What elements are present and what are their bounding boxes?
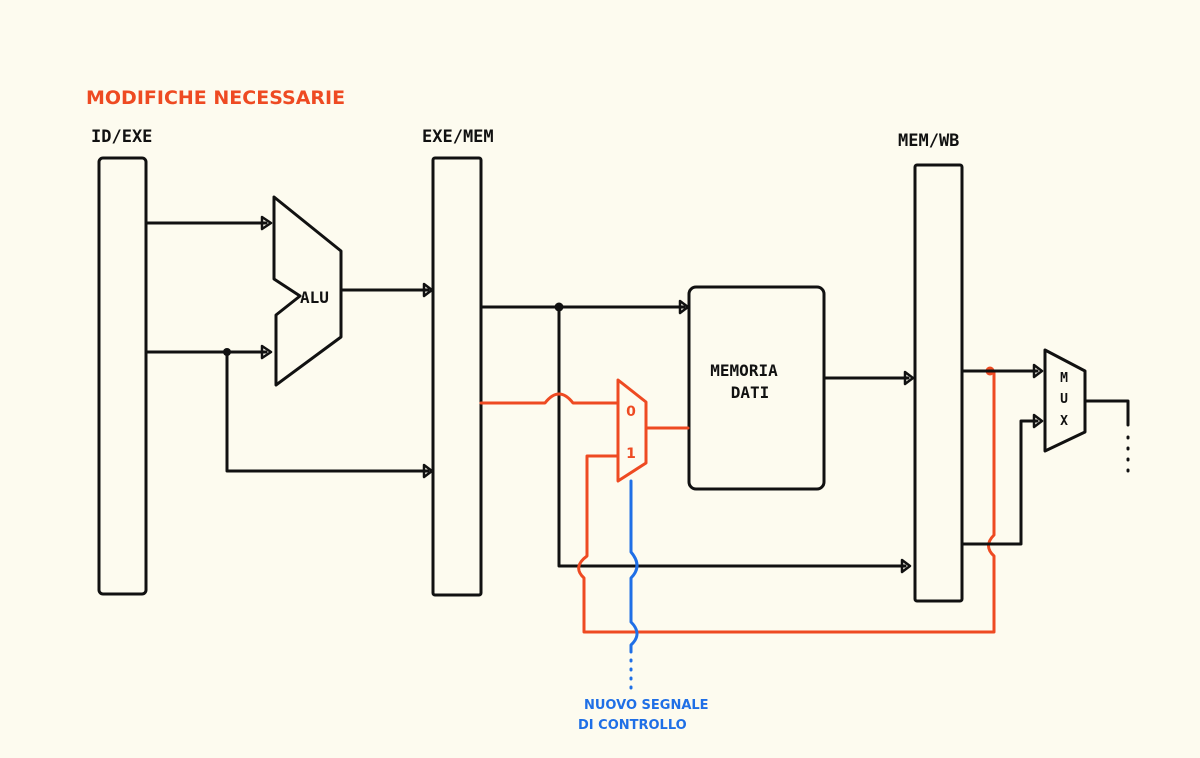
exe-mem-label: EXE/MEM [422,127,494,147]
wire-wb-mux-in-b [960,419,1039,546]
arrow-alu-in-a [260,215,273,231]
red-mux [616,378,648,483]
wb-mux [1043,348,1087,453]
arrow-mem-address [678,299,690,315]
arrow-wb-mux-in-a [1032,363,1044,379]
arrow-mem-read-data [903,370,915,386]
data-memory-label-2: DATI [731,383,770,402]
data-memory [687,285,826,491]
diagram-title: MODIFICHE NECESSARIE [86,87,345,109]
wire-store-data [225,350,430,473]
red-mux-input1-label: 1 [626,446,636,462]
arrow-store-data [422,463,434,479]
id-exe-register [97,156,148,596]
exe-mem-register [431,156,483,597]
alu-shape [272,195,343,387]
arrow-address-bypass [900,558,912,574]
red-mux-input0-label: 0 [626,404,636,420]
wire-control-signal [629,479,639,654]
arrow-alu-out [422,282,434,298]
arrow-alu-in-b [260,344,273,360]
wire-mux-input0 [479,392,620,405]
wb-mux-letter-x: X [1060,414,1068,429]
control-signal-label-2: DI CONTROLLO [578,718,687,733]
control-signal-label-1: NUOVO SEGNALE [584,698,709,713]
wb-mux-letter-u: U [1060,392,1068,407]
data-memory-label-1: MEMORIA [710,361,778,380]
id-exe-label: ID/EXE [91,127,152,147]
wire-forward-loop [577,369,996,634]
alu-label: ALU [300,288,329,307]
wb-mux-letter-m: M [1060,371,1068,386]
arrow-wb-mux-in-b [1032,413,1044,429]
mem-wb-register [913,163,964,603]
wire-wb-output [1083,399,1130,427]
mem-wb-label: MEM/WB [898,131,959,151]
